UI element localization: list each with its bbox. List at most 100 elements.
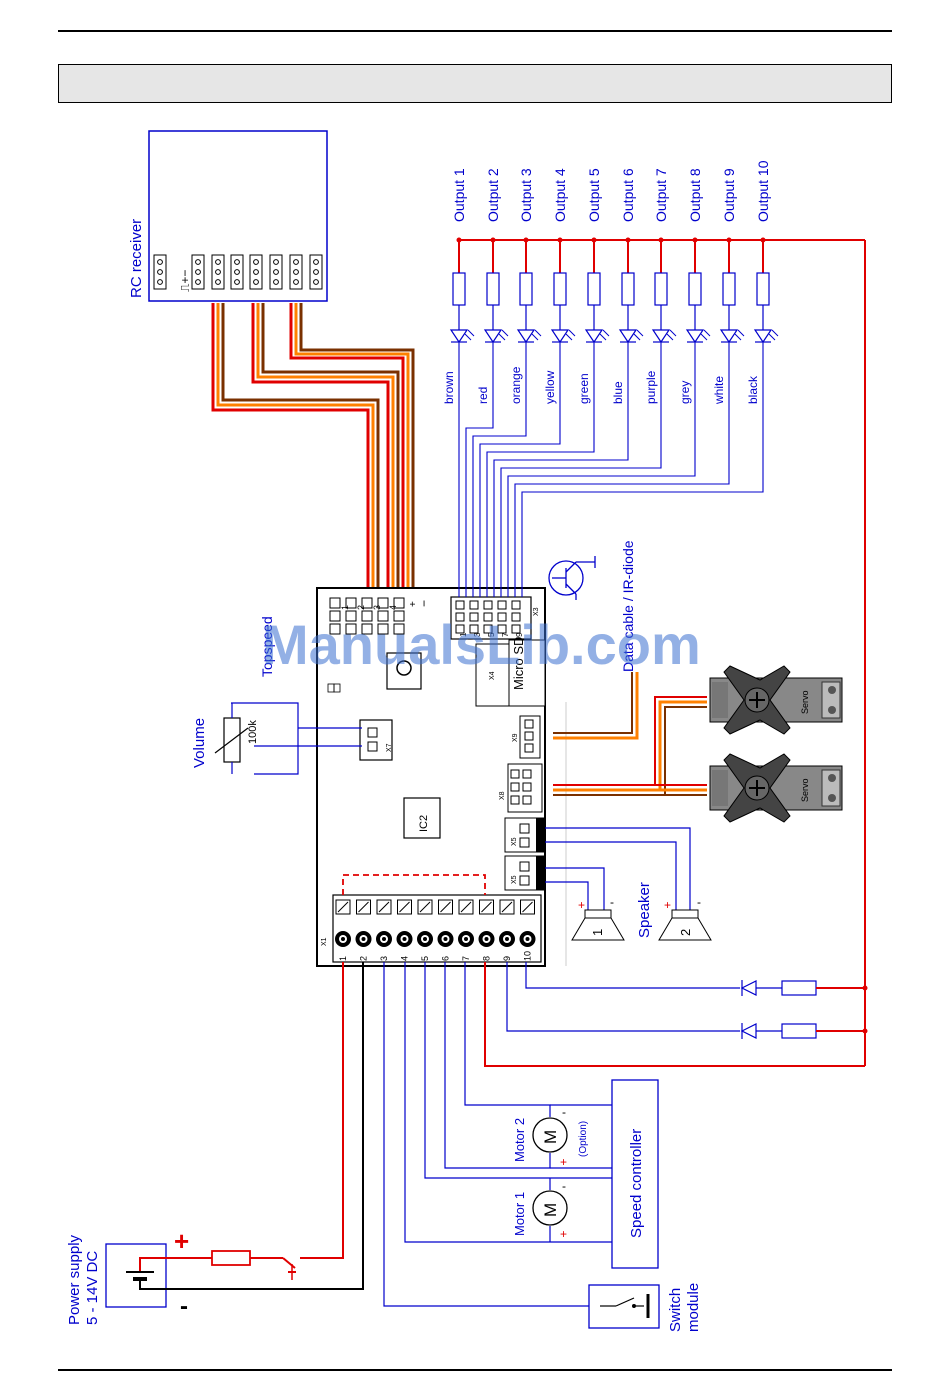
switch-module-label-1: Switch [667, 1288, 684, 1332]
output-label: Output 7 [653, 168, 669, 222]
transistor-symbol [548, 556, 596, 600]
header-minus: − [417, 600, 431, 607]
x1-label: X1 [321, 937, 328, 946]
top-rule [58, 30, 892, 32]
terminal-number: 9 [502, 956, 512, 961]
watermark: ManualsLib.com [262, 613, 701, 676]
speaker-2: 2 + - [658, 895, 712, 941]
topspeed-pot [386, 652, 422, 690]
header-plus: + [408, 601, 419, 607]
power-supply-label-1: Power supply [66, 1234, 83, 1325]
switch-module-label-2: module [685, 1283, 702, 1332]
output-channel: Output 3 orange [472, 168, 542, 597]
terminal-number: 1 [338, 956, 348, 961]
x3-number: 5 [487, 632, 496, 637]
motor-2-label: Motor 2 [512, 1118, 527, 1162]
motors: Speed controller M Motor 2 (Option) + - … [404, 962, 659, 1269]
red-bridge [342, 874, 486, 895]
terminal-number: 4 [400, 956, 410, 961]
x4-label: X4 [489, 671, 496, 680]
terminal-number: 3 [379, 956, 389, 961]
topspeed-pot-knob [396, 660, 412, 676]
speaker-1-number: 1 [590, 929, 605, 936]
bottom-rule [58, 1369, 892, 1371]
x3-number: 1 [459, 632, 468, 637]
output-wire-color: white [712, 376, 726, 405]
x3-label: X3 [533, 607, 540, 616]
x3-number: 3 [473, 632, 482, 637]
ic2-label: IC2 [418, 815, 430, 832]
aux-led-9 [740, 1023, 868, 1039]
rc-receiver: RC receiver ⎍+− [128, 130, 328, 302]
output-label: Output 3 [518, 168, 534, 222]
topspeed-label: Topspeed [259, 616, 275, 677]
x7-label: X7 [386, 743, 393, 752]
x5-label-2: X5 [511, 875, 518, 884]
svg-text:-: - [562, 1105, 566, 1119]
micro-sd-label-1: Micro SD [511, 637, 526, 690]
output-label: Output 4 [552, 168, 568, 222]
volume-value: 100k [247, 720, 259, 744]
terminal-number: 10 [523, 951, 533, 961]
power-supply-label-2: 5 - 14V DC [84, 1251, 101, 1325]
svg-text:+: + [560, 1155, 567, 1169]
output-channel: Output 9 white [514, 168, 745, 597]
x5-label-1: X5 [511, 837, 518, 846]
output-label: Output 6 [620, 168, 636, 222]
volume-pot: Volume 100k [191, 702, 362, 775]
svg-text:-: - [610, 895, 614, 909]
svg-text:+: + [664, 898, 671, 912]
output-label: Output 2 [485, 168, 501, 222]
speakers: 1 + - 2 + - Speaker [545, 827, 712, 941]
output-wire-color: grey [678, 381, 692, 404]
motor-1: M Motor 1 + - [512, 1179, 568, 1241]
speaker-label: Speaker [636, 882, 653, 938]
output-label: Output 5 [586, 168, 602, 222]
rc-receiver-pins [153, 254, 323, 290]
servo-label: Servo [800, 778, 810, 802]
terminal-number: 6 [441, 956, 451, 961]
servo: Servo [709, 665, 843, 735]
rc-pin-symbols: ⎍+− [178, 270, 192, 292]
motor-1-label: Motor 1 [512, 1192, 527, 1236]
speed-controller-label: Speed controller [628, 1129, 645, 1238]
header-number: 1 [340, 605, 350, 610]
header-number: 4 [388, 605, 398, 610]
power-minus: - [180, 1293, 188, 1320]
x3-number: 9 [515, 632, 524, 637]
fuse [211, 1250, 251, 1266]
speed-controller [611, 1079, 659, 1269]
speaker-1: 1 + - [571, 895, 625, 941]
terminal-number: 7 [461, 956, 471, 961]
aux-led-10 [740, 980, 868, 996]
rc-servo-cables [211, 303, 415, 592]
svg-text:+: + [578, 898, 585, 912]
x3-number: 7 [501, 632, 510, 637]
volume-label: Volume [191, 718, 208, 768]
data-cable-label: Data cable / IR-diode [620, 540, 636, 672]
output-wire-color: orange [509, 366, 523, 404]
terminal-number: 8 [482, 956, 492, 961]
ic2-chip [403, 797, 441, 839]
output-channel: Output 5 green [486, 168, 610, 597]
output-label: Output 9 [721, 168, 737, 222]
aux-leds [484, 962, 868, 1067]
data-cable [553, 672, 639, 740]
output-wire-color: green [577, 373, 591, 404]
data-cable-line: Data cable / IR-diode [620, 540, 636, 672]
motor-1-m: M [541, 1203, 560, 1217]
output-label: Output 1 [451, 168, 467, 222]
header-number: 3 [372, 605, 382, 610]
